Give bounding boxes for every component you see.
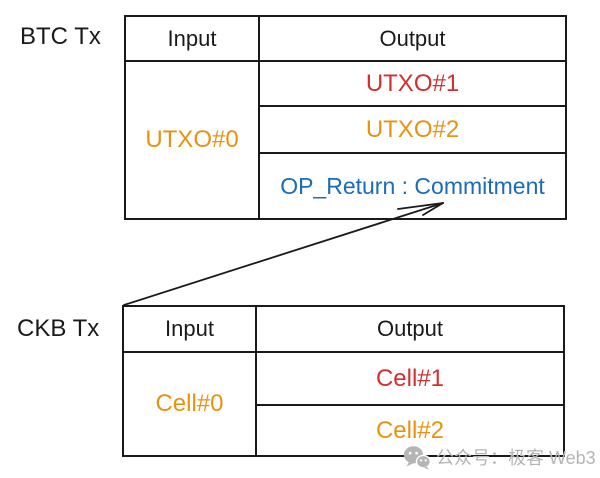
btc-input-header: Input — [126, 17, 258, 62]
btc-output-cell-utxo2: UTXO#2 — [260, 105, 565, 152]
btc-output-column: Output UTXO#1 UTXO#2 OP_Return : Commitm… — [260, 17, 565, 218]
btc-output-header: Output — [260, 17, 565, 62]
btc-input-column: Input UTXO#0 — [126, 17, 260, 218]
ckb-input-column: Input Cell#0 — [124, 307, 257, 455]
wechat-icon — [403, 445, 431, 470]
btc-tx-table: Input UTXO#0 Output UTXO#1 UTXO#2 OP_Ret… — [124, 15, 567, 220]
btc-input-cell-utxo0: UTXO#0 — [145, 126, 239, 153]
watermark: 公众号：极客 Web3 — [403, 444, 596, 470]
ckb-tx-table: Input Cell#0 Output Cell#1 Cell#2 — [122, 305, 565, 457]
ckb-output-cell-cell2: Cell#2 — [257, 404, 563, 455]
btc-output-cell-utxo1: UTXO#1 — [365, 69, 460, 97]
ckb-output-column: Output Cell#1 Cell#2 — [257, 307, 563, 455]
ckb-output-header: Output — [257, 307, 563, 353]
ckb-tx-label: CKB Tx — [17, 315, 100, 342]
watermark-text: 公众号：极客 Web3 — [436, 448, 596, 468]
ckb-input-cell-cell0: Cell#0 — [155, 390, 224, 417]
btc-tx-label: BTC Tx — [20, 23, 101, 50]
ckb-input-header: Input — [124, 307, 255, 353]
btc-output-cell-opreturn: OP_Return : Commitment — [260, 152, 565, 218]
ckb-output-cell-cell1: Cell#1 — [375, 364, 445, 392]
